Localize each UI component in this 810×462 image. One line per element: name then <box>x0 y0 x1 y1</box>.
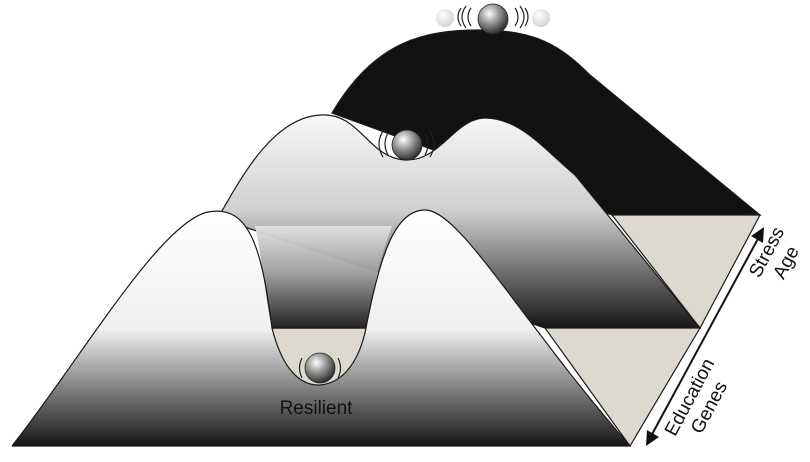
motion-lines-icon <box>378 130 435 158</box>
middle-layer-side-face <box>543 327 702 448</box>
middle-ball-group <box>378 129 435 161</box>
resilient-well-shading <box>255 226 392 328</box>
ghost-ball-left-icon <box>436 9 454 27</box>
vulnerable-ball-icon <box>477 3 509 35</box>
back-layer-side-face <box>610 214 761 330</box>
motion-lines-icon <box>457 5 529 29</box>
back-landscape-layer <box>331 29 762 216</box>
front-layer-outline <box>11 209 632 447</box>
resilient-ball-icon <box>304 352 336 384</box>
ghost-ball-right-icon <box>532 9 550 27</box>
motion-lines-icon <box>298 357 342 379</box>
vulnerable-label: Vulnerable <box>450 45 540 66</box>
vulnerable-ball-group <box>436 3 550 35</box>
resilient-ball-group <box>298 352 342 384</box>
resilient-label: Resilient <box>280 398 354 419</box>
double-arrow-icon <box>646 227 764 446</box>
middle-ball-icon <box>391 129 423 161</box>
